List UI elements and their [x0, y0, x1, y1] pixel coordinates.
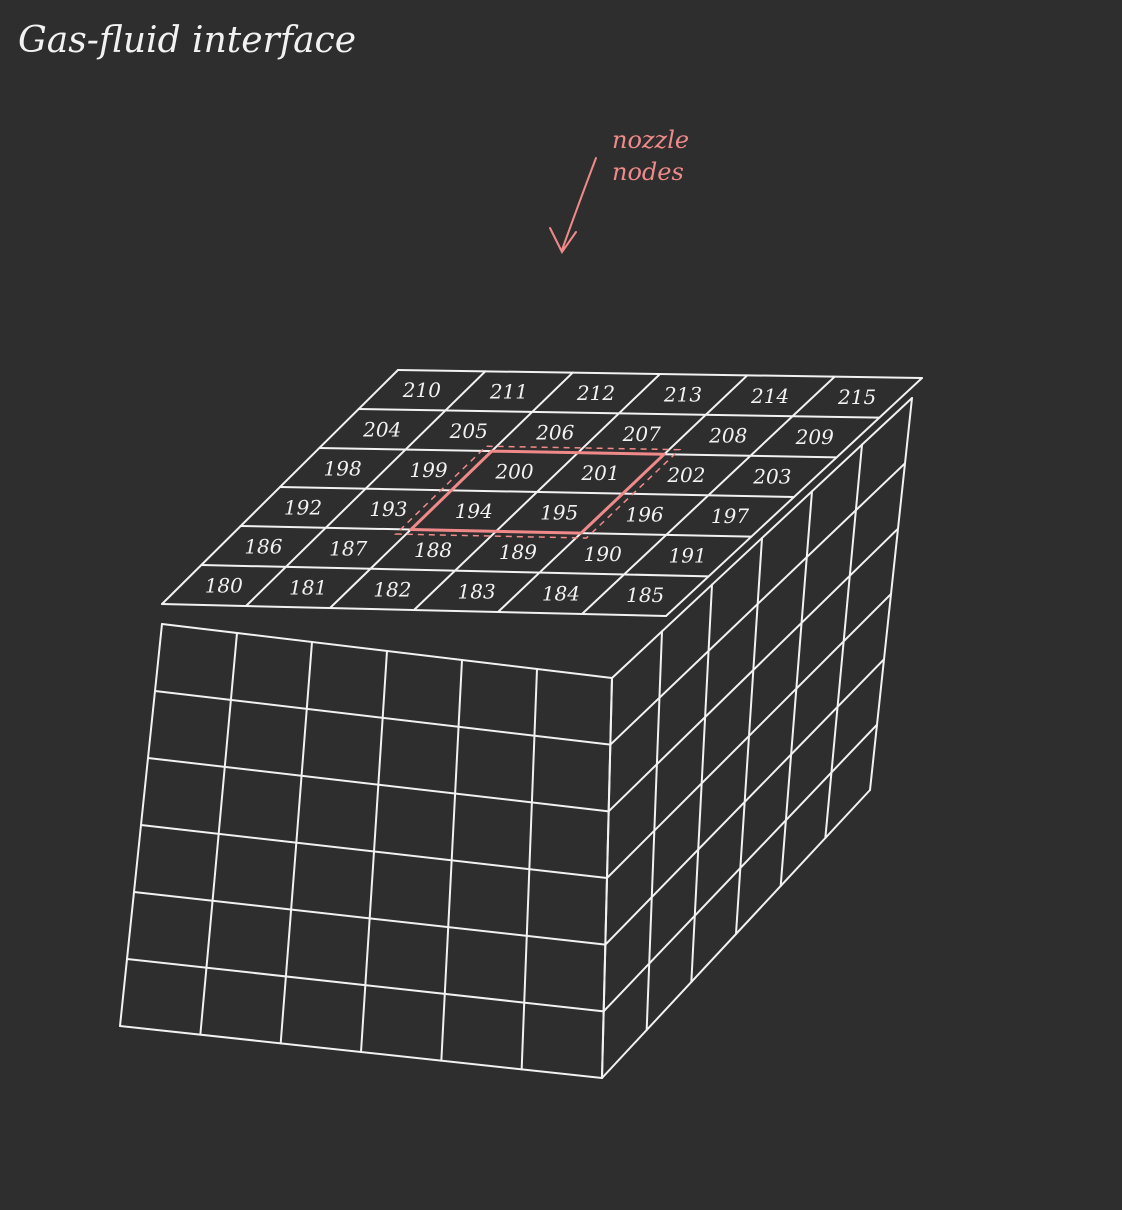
- annotation-arrow: [549, 157, 597, 254]
- node-label-183: 183: [458, 579, 496, 603]
- nozzle-highlight: [394, 445, 682, 539]
- node-label-190: 190: [584, 542, 622, 566]
- side-grid-line-h6: [601, 789, 871, 1079]
- node-label-200: 200: [494, 460, 533, 484]
- node-label-198: 198: [324, 456, 362, 480]
- node-label-206: 206: [535, 420, 574, 444]
- side-grid-line-h5: [602, 723, 878, 1013]
- front-grid-line-h4: [147, 757, 610, 813]
- node-label-212: 212: [576, 381, 615, 405]
- side-grid-line-h1: [609, 462, 906, 746]
- side-face-grid: [601, 397, 913, 1079]
- node-label-213: 213: [663, 382, 702, 406]
- node-label-195: 195: [540, 501, 578, 525]
- node-label-202: 202: [666, 463, 705, 487]
- node-label-187: 187: [329, 536, 367, 560]
- node-label-181: 181: [289, 575, 327, 599]
- front-grid-line-h3: [140, 824, 608, 879]
- node-label-196: 196: [625, 502, 663, 526]
- top-grid-line-h3: [279, 486, 795, 498]
- node-label-189: 189: [499, 540, 537, 564]
- node-label-188: 188: [414, 538, 452, 562]
- node-label-186: 186: [244, 534, 282, 558]
- front-grid-line-h1: [126, 958, 605, 1013]
- node-label-205: 205: [449, 419, 488, 443]
- diagram-title: Gas-fluid interface: [18, 20, 356, 61]
- front-grid-line-h2: [133, 891, 607, 946]
- top-grid-line-h1: [200, 564, 710, 578]
- front-grid-line-h5: [154, 690, 612, 746]
- node-label-180: 180: [205, 573, 243, 597]
- node-label-193: 193: [369, 497, 407, 521]
- node-label-208: 208: [708, 423, 747, 447]
- top-grid-line-h5: [357, 408, 881, 419]
- node-label-207: 207: [622, 422, 661, 446]
- node-label-192: 192: [284, 495, 322, 519]
- node-label-204: 204: [362, 417, 401, 441]
- top-grid-line-h0: [161, 603, 667, 617]
- node-label-209: 209: [795, 425, 834, 449]
- node-label-199: 199: [409, 458, 447, 482]
- node-label-185: 185: [626, 583, 664, 607]
- node-label-211: 211: [489, 380, 528, 404]
- side-grid-line-h0: [611, 397, 913, 679]
- front-grid-line-h0: [119, 1025, 603, 1079]
- node-label-215: 215: [837, 385, 876, 409]
- node-label-203: 203: [752, 464, 791, 488]
- nozzle-region-outline: [409, 449, 666, 535]
- annotation-line-1: nozzle: [612, 126, 689, 154]
- nozzle-annotation: nozzle nodes: [549, 126, 689, 254]
- node-label-201: 201: [580, 461, 619, 485]
- node-label-210: 210: [402, 378, 441, 402]
- node-label-194: 194: [455, 499, 493, 523]
- node-label-197: 197: [711, 504, 749, 528]
- front-face-grid: [119, 623, 613, 1079]
- side-grid-line-h2: [607, 527, 899, 813]
- front-grid-line-h6: [161, 623, 613, 679]
- top-face-grid: [161, 369, 923, 617]
- nozzle-region-dashed-outline: [394, 445, 682, 539]
- node-label-214: 214: [750, 384, 789, 408]
- top-grid-line-h6: [397, 369, 923, 379]
- side-grid-line-h3: [606, 593, 892, 879]
- annotation-line-2: nodes: [612, 158, 684, 186]
- node-label-184: 184: [542, 581, 580, 605]
- node-label-191: 191: [668, 544, 706, 568]
- node-label-182: 182: [373, 577, 411, 601]
- side-grid-line-h4: [604, 658, 885, 946]
